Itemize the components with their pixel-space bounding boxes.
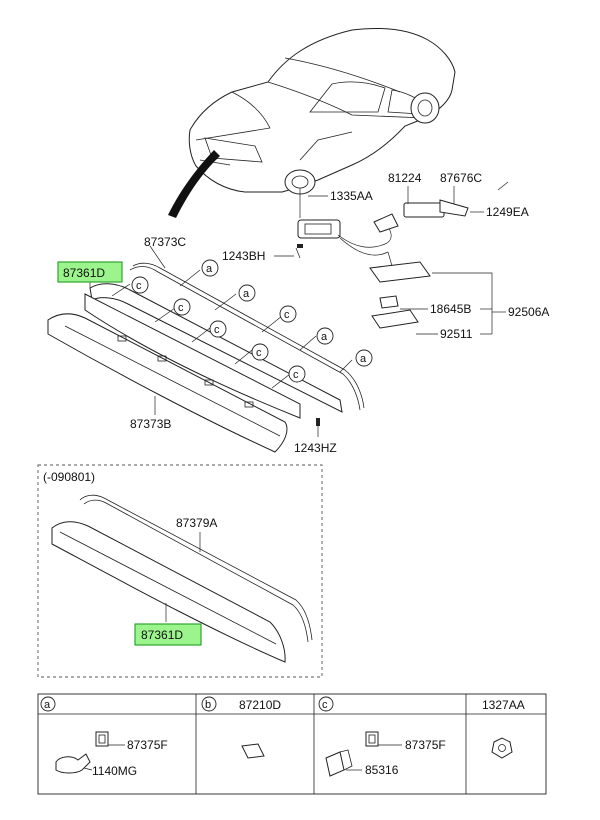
callout-a-1: a: [201, 259, 219, 277]
legend-a-part-2: 1140MG: [92, 764, 137, 778]
label-81224: 81224: [388, 171, 422, 185]
highlight-87361D-bottom: [134, 623, 202, 646]
legend-a-part-1: 87375F: [127, 738, 168, 752]
label-1243BH: 1243BH: [222, 249, 265, 263]
legend-callout-b: b: [201, 696, 217, 712]
svg-text:a: a: [360, 353, 367, 365]
label-1335AA: 1335AA: [330, 189, 373, 203]
label-87676C: 87676C: [440, 171, 482, 185]
legend-header-87210D: 87210D: [239, 698, 281, 712]
svg-text:a: a: [243, 288, 250, 300]
svg-text:b: b: [205, 699, 211, 711]
legend-b-tape-icon: [241, 743, 265, 759]
label-1249EA: 1249EA: [486, 205, 529, 219]
legend-c-clip-icon: [325, 731, 379, 777]
callout-c-2: c: [173, 298, 191, 316]
callout-c-1: c: [131, 276, 149, 294]
license-lamp-assembly: [295, 181, 509, 329]
legend-callout-a: a: [40, 696, 56, 712]
label-92511: 92511: [440, 327, 473, 341]
callout-a-4: a: [355, 349, 373, 367]
svg-text:c: c: [293, 369, 299, 381]
legend-table: [37, 693, 547, 795]
legend-header-1327AA: 1327AA: [482, 698, 525, 712]
svg-text:a: a: [44, 699, 51, 711]
callout-a-3: a: [316, 327, 334, 345]
svg-text:c: c: [136, 280, 142, 292]
callout-c-3: c: [279, 305, 297, 323]
svg-text:c: c: [322, 699, 328, 711]
legend-a-clip-icon: [55, 731, 109, 774]
car-illustration: [188, 27, 456, 195]
svg-text:c: c: [284, 309, 290, 321]
svg-text:a: a: [321, 331, 328, 343]
label-92506A: 92506A: [508, 305, 549, 319]
legend-c-part-1: 87375F: [405, 738, 446, 752]
location-arrow: [168, 150, 220, 218]
callout-c-6: c: [288, 365, 306, 383]
label-18645B: 18645B: [430, 302, 471, 316]
label-87373C: 87373C: [144, 235, 186, 249]
variant-box-label: (-090801): [43, 470, 95, 484]
variant-box: [37, 464, 323, 678]
molding-variant: [51, 494, 313, 663]
label-87379A: 87379A: [176, 516, 217, 530]
svg-text:c: c: [178, 302, 184, 314]
legend-c-part-2: 85316: [365, 763, 399, 777]
trunk-garnish-assembly: [47, 245, 365, 453]
label-87361D-top[interactable]: 87361D: [63, 266, 105, 280]
callout-c-4: c: [209, 320, 227, 338]
label-1243HZ: 1243HZ: [294, 441, 337, 455]
legend-callout-c: c: [318, 696, 334, 712]
legend-d-nut-icon: [491, 737, 513, 759]
svg-text:a: a: [206, 263, 213, 275]
callout-c-5: c: [251, 343, 269, 361]
svg-text:c: c: [256, 347, 262, 359]
callout-a-2: a: [238, 284, 256, 302]
highlight-87361D-top: [57, 261, 123, 283]
label-87361D-bottom[interactable]: 87361D: [141, 628, 183, 642]
label-87373B: 87373B: [130, 417, 171, 431]
svg-text:c: c: [214, 324, 220, 336]
